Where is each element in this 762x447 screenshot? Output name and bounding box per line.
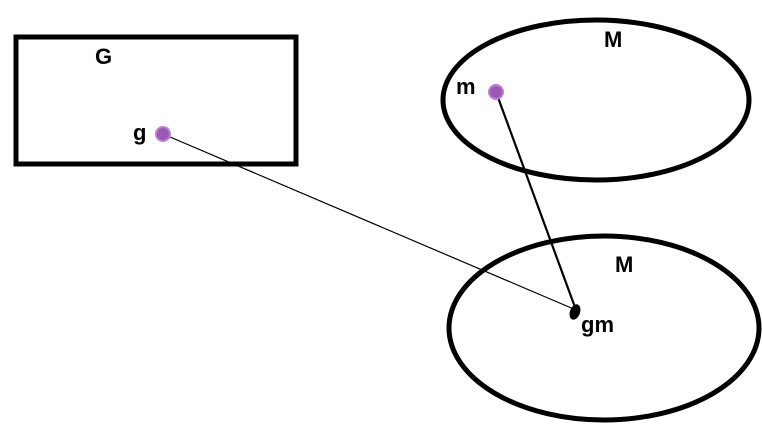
line-g-to-gm (162, 133, 577, 311)
circle-m-top (440, 17, 752, 183)
label-rect-g: G (95, 44, 112, 69)
point-gm (569, 304, 581, 320)
label-circle-m-top: M (604, 27, 622, 52)
label-point-g: g (133, 120, 146, 145)
label-circle-m-bottom: M (615, 252, 633, 277)
point-g (155, 126, 171, 142)
line-m-to-gm (494, 91, 578, 311)
label-point-m: m (456, 74, 476, 99)
rect-g (13, 34, 299, 167)
circle-m-bottom (446, 233, 762, 423)
point-m (488, 84, 504, 100)
label-point-gm: gm (581, 312, 614, 337)
